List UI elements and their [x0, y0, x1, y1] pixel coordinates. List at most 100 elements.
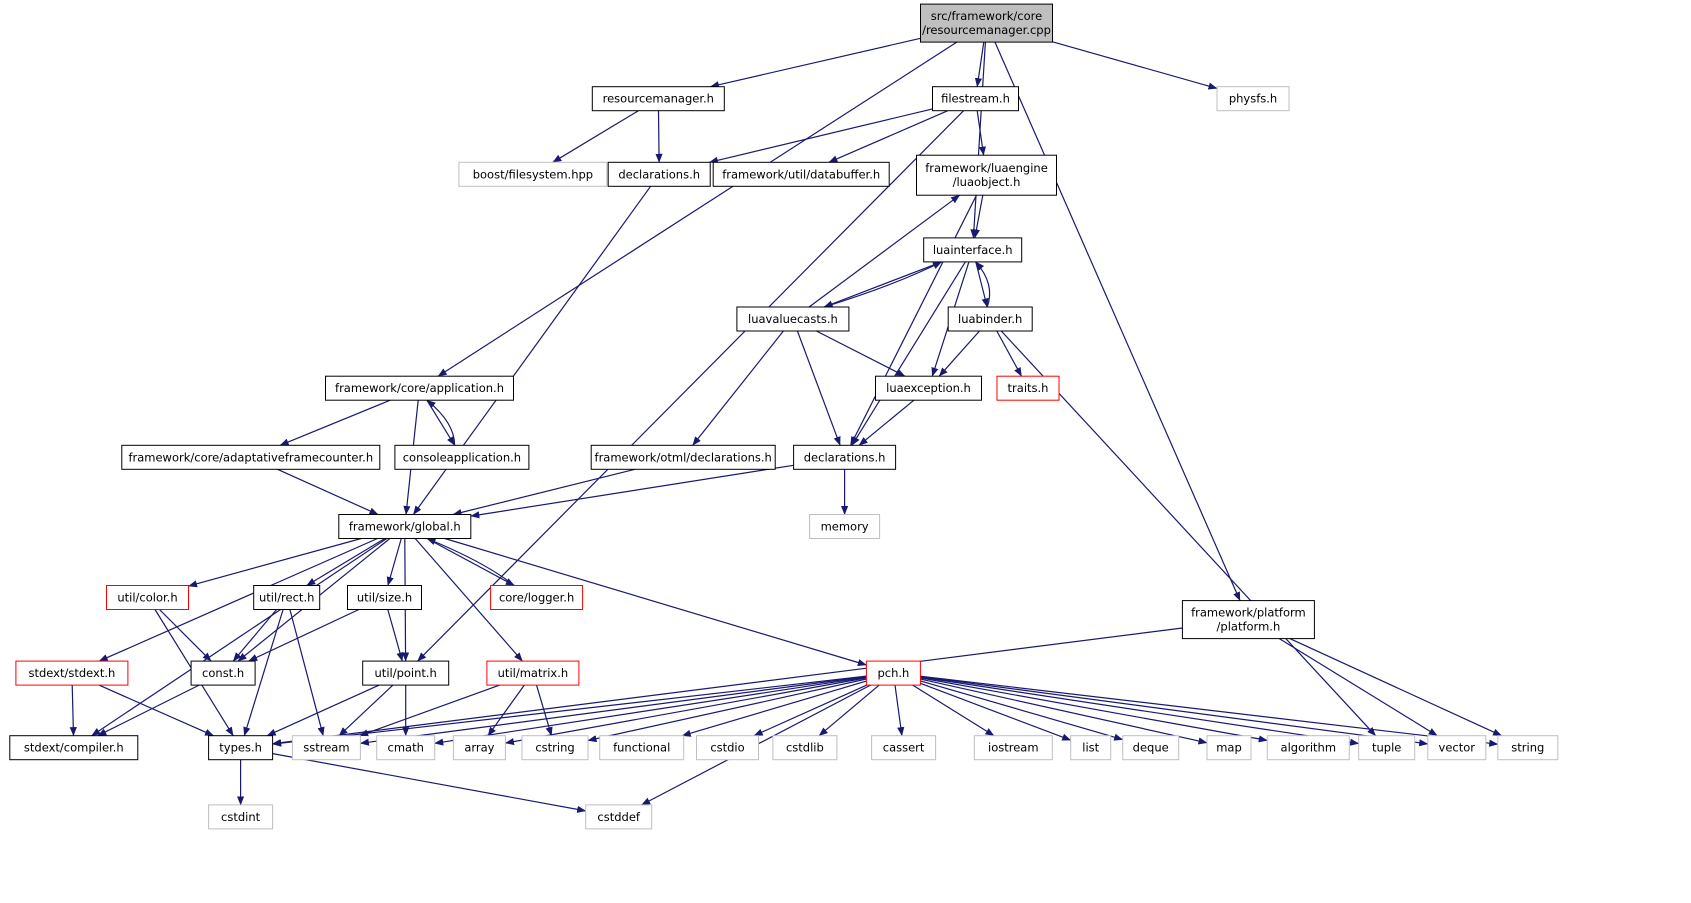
node-physfs[interactable]: physfs.h	[1216, 86, 1290, 112]
node-cassert[interactable]: cassert	[871, 735, 937, 761]
node-box[interactable]	[793, 444, 897, 470]
node-algorithm[interactable]: algorithm	[1266, 735, 1350, 761]
node-box[interactable]	[208, 735, 274, 761]
node-box[interactable]	[599, 735, 685, 761]
node-box[interactable]	[736, 306, 850, 332]
node-box[interactable]	[452, 735, 506, 761]
node-list[interactable]: list	[1070, 735, 1112, 761]
node-box[interactable]	[1070, 735, 1112, 761]
node-box[interactable]	[973, 735, 1053, 761]
node-map[interactable]: map	[1206, 735, 1252, 761]
node-box[interactable]	[1181, 600, 1315, 640]
node-box[interactable]	[871, 735, 937, 761]
node-luaexception[interactable]: luaexception.h	[875, 375, 982, 401]
node-point[interactable]: util/point.h	[362, 660, 450, 686]
node-box[interactable]	[121, 444, 381, 470]
node-box[interactable]	[865, 660, 921, 686]
node-box[interactable]	[362, 660, 450, 686]
node-box[interactable]	[106, 585, 189, 610]
node-luainterface[interactable]: luainterface.h	[923, 237, 1023, 263]
node-box[interactable]	[208, 804, 274, 830]
node-box[interactable]	[1358, 735, 1416, 761]
node-platform[interactable]: framework/platform/platform.h	[1181, 600, 1315, 640]
node-compiler[interactable]: stdext/compiler.h	[9, 735, 139, 761]
node-root[interactable]: src/framework/core/resourcemanager.cpp	[920, 3, 1053, 43]
node-box[interactable]	[1216, 86, 1290, 112]
node-box[interactable]	[347, 585, 422, 610]
node-cstdio[interactable]: cstdio	[696, 735, 759, 761]
node-consoleapp[interactable]: consoleapplication.h	[394, 444, 530, 470]
node-luavaluecasts[interactable]: luavaluecasts.h	[736, 306, 850, 332]
node-logger[interactable]: core/logger.h	[490, 585, 584, 610]
node-box[interactable]	[1122, 735, 1180, 761]
node-functional[interactable]: functional	[599, 735, 685, 761]
node-box[interactable]	[325, 375, 514, 401]
node-matrix[interactable]: util/matrix.h	[486, 660, 580, 686]
node-box[interactable]	[490, 585, 584, 610]
node-box[interactable]	[458, 161, 608, 187]
node-box[interactable]	[15, 660, 129, 686]
node-tuple[interactable]: tuple	[1358, 735, 1416, 761]
node-pch[interactable]: pch.h	[865, 660, 921, 686]
node-rect[interactable]: util/rect.h	[253, 585, 321, 610]
node-types[interactable]: types.h	[208, 735, 274, 761]
node-box[interactable]	[338, 514, 472, 539]
node-traits[interactable]: traits.h	[996, 375, 1060, 401]
node-decl2[interactable]: declarations.h	[793, 444, 897, 470]
node-box[interactable]	[607, 161, 711, 187]
node-box[interactable]	[253, 585, 321, 610]
node-box[interactable]	[996, 375, 1060, 401]
node-iostream[interactable]: iostream	[973, 735, 1053, 761]
node-box[interactable]	[291, 735, 361, 761]
node-luaobject[interactable]: framework/luaengine/luaobject.h	[916, 154, 1057, 196]
node-otmldecl[interactable]: framework/otml/declarations.h	[590, 444, 776, 470]
node-box[interactable]	[1427, 735, 1487, 761]
node-adaptframe[interactable]: framework/core/adaptativeframecounter.h	[121, 444, 381, 470]
node-box[interactable]	[1206, 735, 1252, 761]
node-array[interactable]: array	[452, 735, 506, 761]
node-box[interactable]	[394, 444, 530, 470]
node-vector[interactable]: vector	[1427, 735, 1487, 761]
node-box[interactable]	[947, 306, 1033, 332]
node-box[interactable]	[190, 660, 256, 686]
node-box[interactable]	[916, 154, 1057, 196]
node-box[interactable]	[772, 735, 838, 761]
node-box[interactable]	[376, 735, 436, 761]
node-cstring[interactable]: cstring	[521, 735, 589, 761]
node-box[interactable]	[920, 3, 1053, 43]
node-box[interactable]	[9, 735, 139, 761]
node-filestream[interactable]: filestream.h	[932, 86, 1019, 112]
node-cmath[interactable]: cmath	[376, 735, 436, 761]
node-box[interactable]	[696, 735, 759, 761]
node-boostfs[interactable]: boost/filesystem.hpp	[458, 161, 608, 187]
node-cstdlib[interactable]: cstdlib	[772, 735, 838, 761]
node-box[interactable]	[1266, 735, 1350, 761]
node-application[interactable]: framework/core/application.h	[325, 375, 514, 401]
node-const[interactable]: const.h	[190, 660, 256, 686]
node-cstddef[interactable]: cstddef	[585, 804, 653, 830]
node-memory[interactable]: memory	[809, 514, 881, 539]
node-databuffer[interactable]: framework/util/databuffer.h	[712, 161, 890, 187]
node-box[interactable]	[585, 804, 653, 830]
node-stdext[interactable]: stdext/stdext.h	[15, 660, 129, 686]
node-color[interactable]: util/color.h	[106, 585, 189, 610]
node-box[interactable]	[875, 375, 982, 401]
node-string[interactable]: string	[1497, 735, 1559, 761]
node-global[interactable]: framework/global.h	[338, 514, 472, 539]
node-box[interactable]	[712, 161, 890, 187]
node-decl1[interactable]: declarations.h	[607, 161, 711, 187]
node-box[interactable]	[521, 735, 589, 761]
node-box[interactable]	[486, 660, 580, 686]
node-cstdint[interactable]: cstdint	[208, 804, 274, 830]
node-luabinder[interactable]: luabinder.h	[947, 306, 1033, 332]
node-deque[interactable]: deque	[1122, 735, 1180, 761]
node-box[interactable]	[590, 444, 776, 470]
node-box[interactable]	[923, 237, 1023, 263]
node-box[interactable]	[809, 514, 881, 539]
node-box[interactable]	[591, 86, 725, 112]
node-sstream[interactable]: sstream	[291, 735, 361, 761]
node-size[interactable]: util/size.h	[347, 585, 422, 610]
node-box[interactable]	[1497, 735, 1559, 761]
node-box[interactable]	[932, 86, 1019, 112]
node-resmgr[interactable]: resourcemanager.h	[591, 86, 725, 112]
